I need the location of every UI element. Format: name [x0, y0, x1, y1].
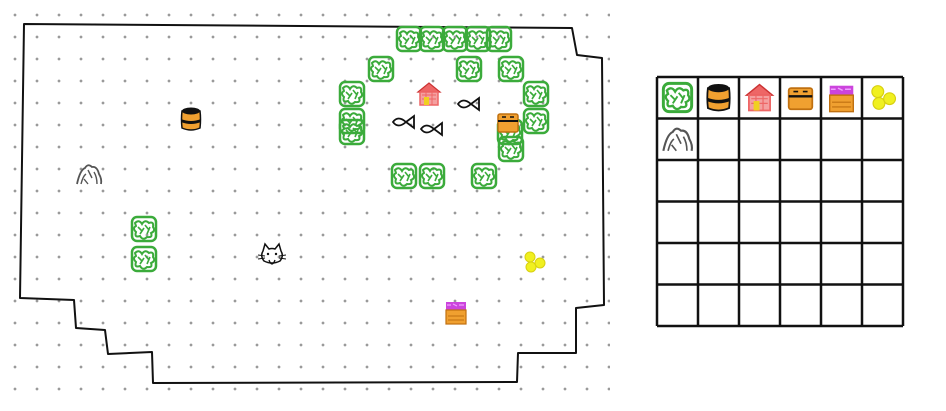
stall-icon	[829, 85, 854, 113]
stall-icon	[445, 301, 467, 325]
barrel-icon	[705, 83, 732, 112]
chest-icon	[787, 86, 814, 111]
barrel-icon	[180, 106, 202, 131]
inventory-slot[interactable]	[787, 86, 814, 111]
inventory-slot[interactable]	[829, 85, 854, 113]
map-boundary	[19, 23, 605, 384]
inventory-panel	[655, 75, 913, 328]
chest-icon	[497, 113, 519, 133]
inventory-slot[interactable]	[705, 83, 732, 112]
inventory-grid	[655, 75, 905, 328]
map-region	[19, 23, 605, 384]
